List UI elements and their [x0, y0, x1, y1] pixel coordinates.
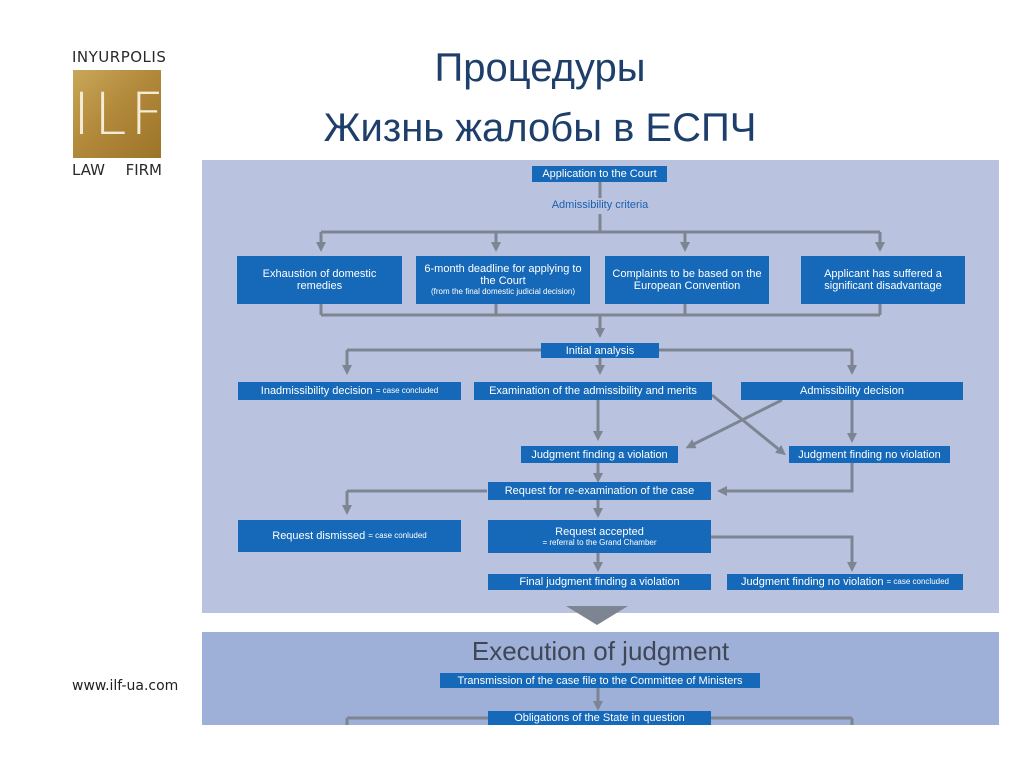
- node-inadmissibility: Inadmissibility decision = case conclude…: [238, 382, 461, 400]
- final-no-violation-note: = case concluded: [886, 577, 950, 586]
- final-no-violation-text: Judgment finding no violation: [740, 576, 884, 588]
- node-criterion-exhaustion: Exhaustion of domestic remedies: [237, 256, 402, 304]
- request-dismissed-text: Request dismissed: [272, 530, 366, 542]
- node-admissibility-decision: Admissibility decision: [741, 382, 963, 400]
- obligations-text: Obligations of the State in question: [514, 712, 685, 724]
- execution-title: Execution of judgment: [471, 636, 730, 666]
- node-criterion-deadline: 6-month deadline for applying to the Cou…: [416, 256, 590, 304]
- node-request-accepted: Request accepted = referral to the Grand…: [488, 520, 711, 553]
- logo-mark: ILF: [73, 70, 164, 158]
- logo-bottom-text: LAW FIRM: [72, 161, 162, 179]
- node-final-judgment-no-violation: Judgment finding no violation = case con…: [727, 574, 963, 590]
- inadmissibility-text: Inadmissibility decision: [260, 385, 373, 397]
- node-initial-analysis: Initial analysis: [541, 343, 659, 358]
- page-title-line2: Жизнь жалобы в ЕСПЧ: [323, 106, 757, 150]
- logo-bottom-left: LAW: [72, 161, 105, 179]
- request-accepted-text: Request accepted: [555, 525, 644, 538]
- criterion-disadvantage-text: Applicant has suffered a significant dis…: [824, 268, 942, 292]
- logo-bottom-right: FIRM: [125, 161, 162, 179]
- node-criterion-disadvantage: Applicant has suffered a significant dis…: [801, 256, 965, 304]
- criterion-deadline-note: (from the final domestic judicial decisi…: [430, 287, 576, 296]
- node-request-dismissed: Request dismissed = case conluded: [238, 520, 461, 552]
- node-application: Application to the Court: [532, 166, 667, 182]
- criterion-exhaustion-text: Exhaustion of domestic remedies: [262, 268, 377, 292]
- logo-top-text: INYURPOLIS: [72, 48, 167, 66]
- criterion-convention-text: Complaints to be based on the European C…: [612, 268, 762, 292]
- node-request-reexamination: Request for re-examination of the case: [488, 482, 711, 500]
- request-accepted-note: = referral to the Grand Chamber: [542, 537, 657, 547]
- node-criterion-convention: Complaints to be based on the European C…: [605, 256, 769, 304]
- criterion-deadline-text: 6-month deadline for applying to the Cou…: [424, 263, 582, 287]
- node-transmission: Transmission of the case file to the Com…: [440, 673, 760, 688]
- node-judgment-no-violation: Judgment finding no violation: [789, 446, 950, 463]
- inadmissibility-note: = case concluded: [375, 386, 439, 395]
- website-link[interactable]: www.ilf-ua.com: [72, 678, 179, 694]
- request-dismissed-note: = case conluded: [368, 531, 427, 540]
- section-arrow-icon: [566, 606, 628, 625]
- node-final-judgment-violation: Final judgment finding a violation: [488, 574, 711, 590]
- page-title-line1: Процедуры: [434, 46, 646, 90]
- label-admissibility-criteria: Admissibility criteria: [551, 199, 649, 211]
- node-examination: Examination of the admissibility and mer…: [474, 382, 712, 400]
- node-judgment-violation: Judgment finding a violation: [521, 446, 678, 463]
- node-obligations: Obligations of the State in question: [488, 711, 711, 725]
